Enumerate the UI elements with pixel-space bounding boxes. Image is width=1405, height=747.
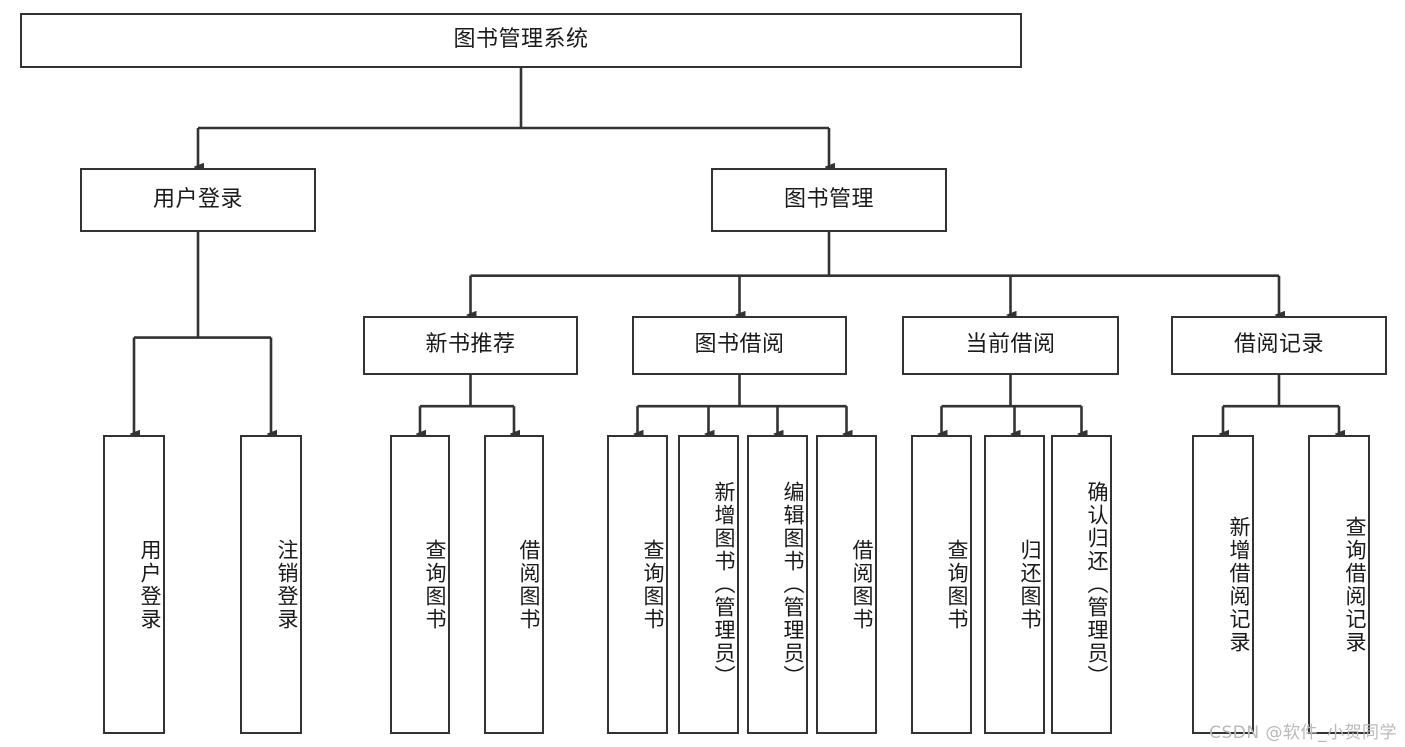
node-label: 图书管理 [783,186,874,212]
level2-node-user-login[interactable]: 用户登录 [80,168,316,232]
node-label: 查询图书 [641,538,665,631]
level3-node-book-borrow[interactable]: 图书借阅 [632,316,847,375]
leaf-node-leaf-recommend-borrow-book[interactable]: 借阅图书 [484,435,544,734]
level3-node-current-borrow[interactable]: 当前借阅 [902,316,1119,375]
leaf-node-leaf-record-add[interactable]: 新增借阅记录 [1192,435,1254,734]
csdn-watermark: CSDN @软件_小贺同学 [1209,723,1397,743]
leaf-node-leaf-borrow-add-book[interactable]: 新增图书（管理员） [678,435,739,734]
root-node-root[interactable]: 图书管理系统 [20,13,1022,68]
node-label: 用户登录 [138,538,162,631]
node-label: 注销登录 [275,538,299,631]
node-label: 图书管理系统 [453,27,589,53]
level3-node-borrow-record[interactable]: 借阅记录 [1171,316,1387,375]
leaf-node-leaf-recommend-query-book[interactable]: 查询图书 [390,435,450,734]
node-label: 借阅记录 [1233,332,1324,358]
node-label: 确认归还（管理员） [1085,481,1109,688]
node-label: 新书推荐 [425,332,516,358]
node-label: 查询借阅记录 [1343,515,1367,654]
node-label: 当前借阅 [965,332,1056,358]
level3-node-new-book-recommend[interactable]: 新书推荐 [363,316,578,375]
leaf-node-leaf-current-return-book[interactable]: 归还图书 [984,435,1045,734]
node-label: 新增图书（管理员） [712,481,736,688]
leaf-node-leaf-current-query-book[interactable]: 查询图书 [911,435,972,734]
leaf-node-leaf-borrow-edit-book[interactable]: 编辑图书（管理员） [747,435,808,734]
leaf-node-leaf-record-query[interactable]: 查询借阅记录 [1308,435,1370,734]
node-label: 查询图书 [423,538,447,631]
node-label: 借阅图书 [517,538,541,631]
leaf-node-leaf-current-confirm-return[interactable]: 确认归还（管理员） [1051,435,1112,734]
node-label: 新增借阅记录 [1227,515,1251,654]
node-label: 用户登录 [152,186,243,212]
node-label: 借阅图书 [850,538,874,631]
node-label: 查询图书 [945,538,969,631]
leaf-node-leaf-user-login[interactable]: 用户登录 [103,435,165,734]
edges-group [134,68,1339,434]
leaf-node-leaf-borrow-query-book[interactable]: 查询图书 [607,435,668,734]
leaf-node-leaf-user-logout[interactable]: 注销登录 [240,435,302,734]
level2-node-book-manage[interactable]: 图书管理 [711,168,947,232]
node-label: 归还图书 [1018,538,1042,631]
node-label: 图书借阅 [694,332,785,358]
leaf-node-leaf-borrow-borrow-book[interactable]: 借阅图书 [816,435,877,734]
node-label: 编辑图书（管理员） [781,481,805,688]
